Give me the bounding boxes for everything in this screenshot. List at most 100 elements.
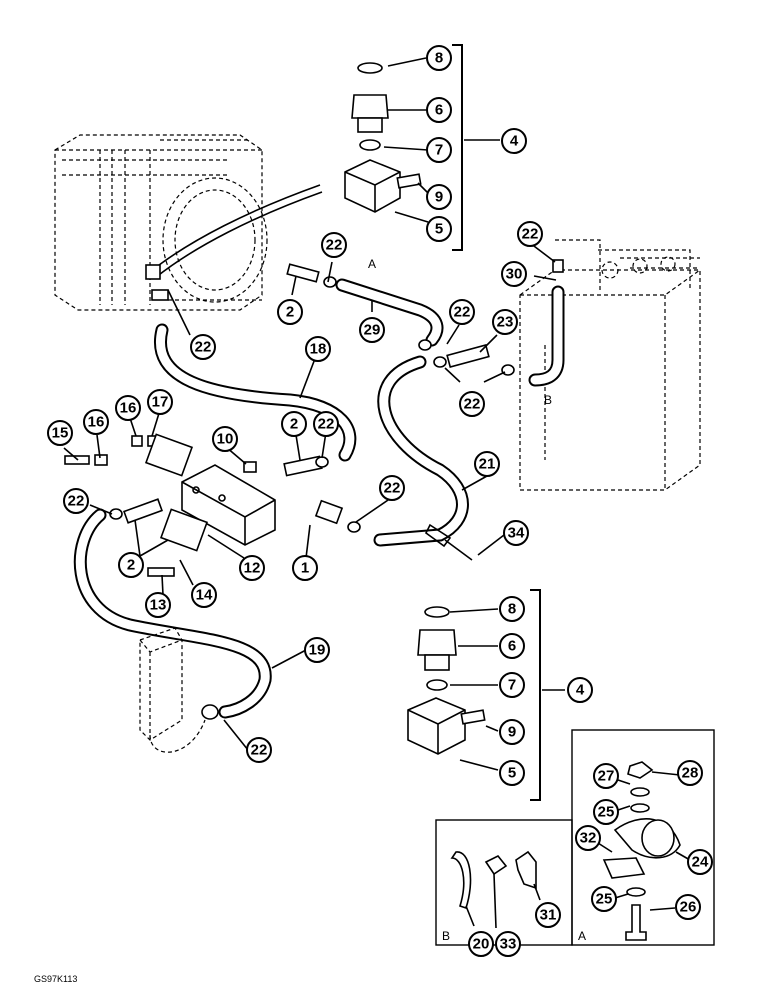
callout-circle bbox=[321, 232, 347, 258]
callout-circle bbox=[426, 216, 452, 242]
hose-21 bbox=[373, 355, 469, 547]
callout-circle bbox=[246, 737, 272, 763]
callout-circle bbox=[499, 633, 525, 659]
callout-circle bbox=[593, 799, 619, 825]
bolt-26 bbox=[625, 904, 647, 941]
callout-circle bbox=[677, 760, 703, 786]
callout-circle bbox=[190, 334, 216, 360]
callout-17: 17 bbox=[147, 389, 173, 415]
callout-number: 5 bbox=[435, 221, 443, 238]
callout-circle bbox=[468, 931, 494, 957]
callout-number: 22 bbox=[384, 480, 401, 497]
callout-number: 22 bbox=[251, 742, 268, 759]
callout-number: 28 bbox=[682, 765, 699, 782]
callout-circle bbox=[501, 261, 527, 287]
callout-number: 5 bbox=[508, 765, 516, 782]
callout-number: 26 bbox=[680, 899, 697, 916]
callout-number: 34 bbox=[508, 525, 525, 542]
inset-b-label: B bbox=[442, 929, 450, 943]
callout-number: 30 bbox=[506, 266, 523, 283]
callout-number: 22 bbox=[464, 396, 481, 413]
leader-lines bbox=[63, 57, 565, 771]
callout-number: 2 bbox=[127, 557, 135, 574]
callout-22: 22 bbox=[63, 488, 89, 514]
callout-circle bbox=[575, 825, 601, 851]
callout-29: 29 bbox=[359, 317, 385, 343]
callout-33: 33 bbox=[495, 931, 521, 957]
callout-16: 16 bbox=[115, 395, 141, 421]
hose-mark-b: B bbox=[544, 393, 552, 407]
callout-22: 22 bbox=[459, 391, 485, 417]
callout-34: 34 bbox=[503, 520, 529, 546]
callout-number: 25 bbox=[598, 804, 615, 821]
callout-24: 24 bbox=[687, 849, 713, 875]
callout-7: 7 bbox=[499, 672, 525, 698]
callout-circle bbox=[426, 45, 452, 71]
callout-number: 22 bbox=[195, 339, 212, 356]
callout-number: 4 bbox=[576, 682, 585, 699]
callout-number: 22 bbox=[326, 237, 343, 254]
callout-number: 21 bbox=[479, 456, 496, 473]
plate-32 bbox=[602, 857, 646, 879]
inset-kits: B A bbox=[435, 729, 715, 946]
hose-mark-a: A bbox=[368, 257, 376, 271]
washer-25a bbox=[630, 803, 650, 813]
callout-number: 7 bbox=[435, 142, 443, 159]
callout-20: 20 bbox=[468, 931, 494, 957]
callout-4: 4 bbox=[567, 677, 593, 703]
callout-circle bbox=[593, 763, 619, 789]
callout-circle bbox=[499, 672, 525, 698]
callout-number: 23 bbox=[497, 314, 514, 331]
callout-circle bbox=[426, 137, 452, 163]
callout-1: 1 bbox=[292, 555, 318, 581]
callout-number: 33 bbox=[500, 936, 517, 953]
callout-31: 31 bbox=[535, 902, 561, 928]
callout-number: 2 bbox=[290, 416, 298, 433]
callout-circle bbox=[426, 97, 452, 123]
callout-12: 12 bbox=[239, 555, 265, 581]
callout-number: 24 bbox=[692, 854, 709, 871]
callout-circle bbox=[675, 894, 701, 920]
callout-circle bbox=[474, 451, 500, 477]
callout-number: 9 bbox=[435, 189, 443, 206]
callout-number: 29 bbox=[364, 322, 381, 339]
callout-number: 2 bbox=[286, 304, 294, 321]
callout-circle bbox=[591, 886, 617, 912]
callout-circle bbox=[499, 596, 525, 622]
callout-circle bbox=[359, 317, 385, 343]
callout-circle bbox=[449, 299, 475, 325]
callout-7: 7 bbox=[426, 137, 452, 163]
callout-number: 25 bbox=[596, 891, 613, 908]
brackets bbox=[452, 44, 541, 801]
callout-circle bbox=[115, 395, 141, 421]
callout-32: 32 bbox=[575, 825, 601, 851]
callout-number: 13 bbox=[150, 597, 167, 614]
callout-22: 22 bbox=[190, 334, 216, 360]
callout-22: 22 bbox=[313, 411, 339, 437]
callout-circle bbox=[145, 592, 171, 618]
callout-circle bbox=[147, 389, 173, 415]
callout-15: 15 bbox=[47, 420, 73, 446]
callout-22: 22 bbox=[449, 299, 475, 325]
callout-number: 15 bbox=[52, 425, 69, 442]
callout-number: 16 bbox=[88, 414, 105, 431]
callout-8: 8 bbox=[426, 45, 452, 71]
callout-2: 2 bbox=[118, 552, 144, 578]
callout-circle bbox=[47, 420, 73, 446]
callout-22: 22 bbox=[321, 232, 347, 258]
callout-number: 8 bbox=[508, 601, 516, 618]
callout-number: 16 bbox=[120, 400, 137, 417]
callout-circle bbox=[304, 637, 330, 663]
callout-circle bbox=[63, 488, 89, 514]
callout-27: 27 bbox=[593, 763, 619, 789]
callout-9: 9 bbox=[499, 719, 525, 745]
callout-number: 1 bbox=[301, 560, 309, 577]
callout-number: 22 bbox=[68, 493, 85, 510]
callout-circle bbox=[459, 391, 485, 417]
callout-9: 9 bbox=[426, 184, 452, 210]
nut-28 bbox=[627, 761, 654, 779]
callout-circle bbox=[495, 931, 521, 957]
inset-a-label: A bbox=[578, 929, 586, 943]
callout-circle bbox=[492, 309, 518, 335]
